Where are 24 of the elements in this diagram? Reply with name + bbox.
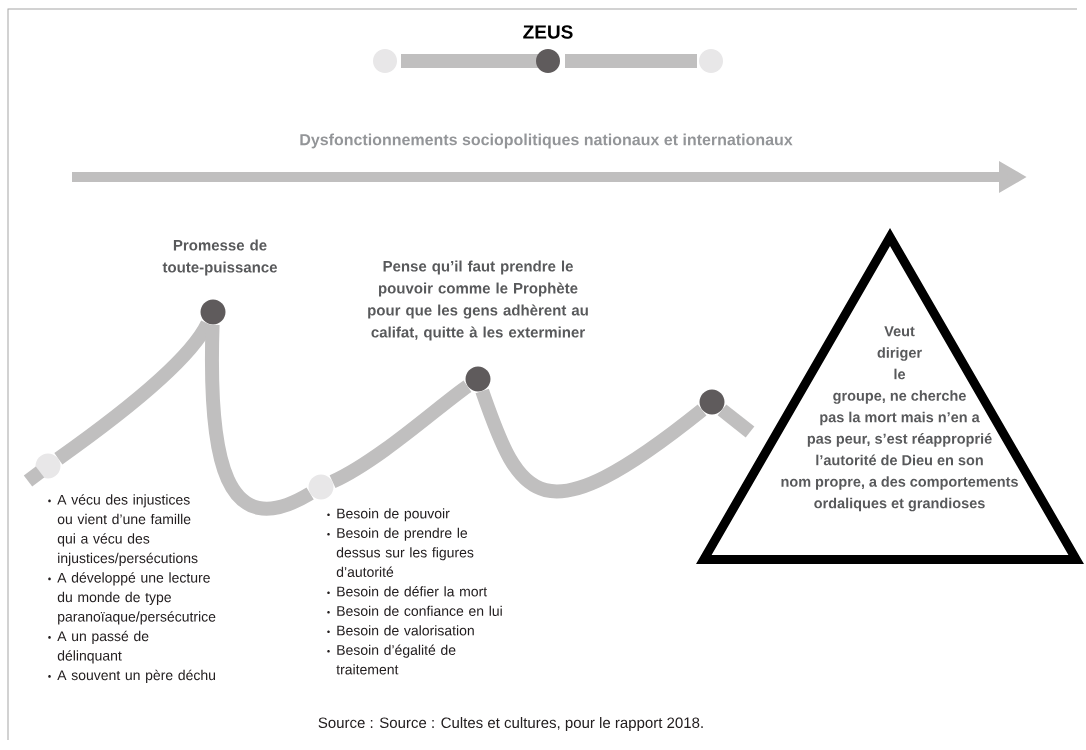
list-item: Besoin de confiance en lui — [327, 605, 502, 616]
heading-text: Promesse de toute-puissance — [162, 239, 277, 276]
list-item: Besoin de pouvoir — [327, 508, 450, 522]
list-item: Besoin de valorisation — [327, 625, 474, 636]
path-segment — [204, 324, 314, 516]
list-item: Besoin d’égalité de traitement — [327, 644, 456, 675]
dot — [200, 299, 226, 325]
list-item: A souvent un père déchu — [48, 669, 215, 683]
dot — [308, 474, 334, 500]
path-segment — [475, 388, 707, 499]
dot — [35, 453, 61, 479]
axis-label: Dysfonctionnements sociopolitiques nationaux et internationaux — [300, 133, 793, 149]
list-item: A un passé de délinquant — [48, 630, 149, 664]
heading-text: Pense qu’il faut prendre le pouvoir comme le Prophète pour que les gens adhèrent au califat, quitte à les exterminer — [368, 260, 588, 341]
list-item: A développé une lecture du monde de type paranoïaque/persécutrice — [48, 572, 216, 625]
dot — [465, 366, 491, 392]
list-item: Besoin de prendre le dessus sur les figures d’autorité — [327, 527, 474, 577]
title: ZEUS — [523, 25, 573, 39]
list-item: Besoin de défier la mort — [327, 586, 488, 597]
path-segment — [717, 404, 755, 438]
list-item: A vécu des injustices ou vient d’une famille qui a vécu des injustices/persécutions — [48, 494, 198, 566]
dot — [699, 389, 725, 415]
path-segment — [329, 380, 472, 488]
caption: Source : Source : Cultes et cultures, pour le rapport 2018. — [318, 717, 703, 731]
